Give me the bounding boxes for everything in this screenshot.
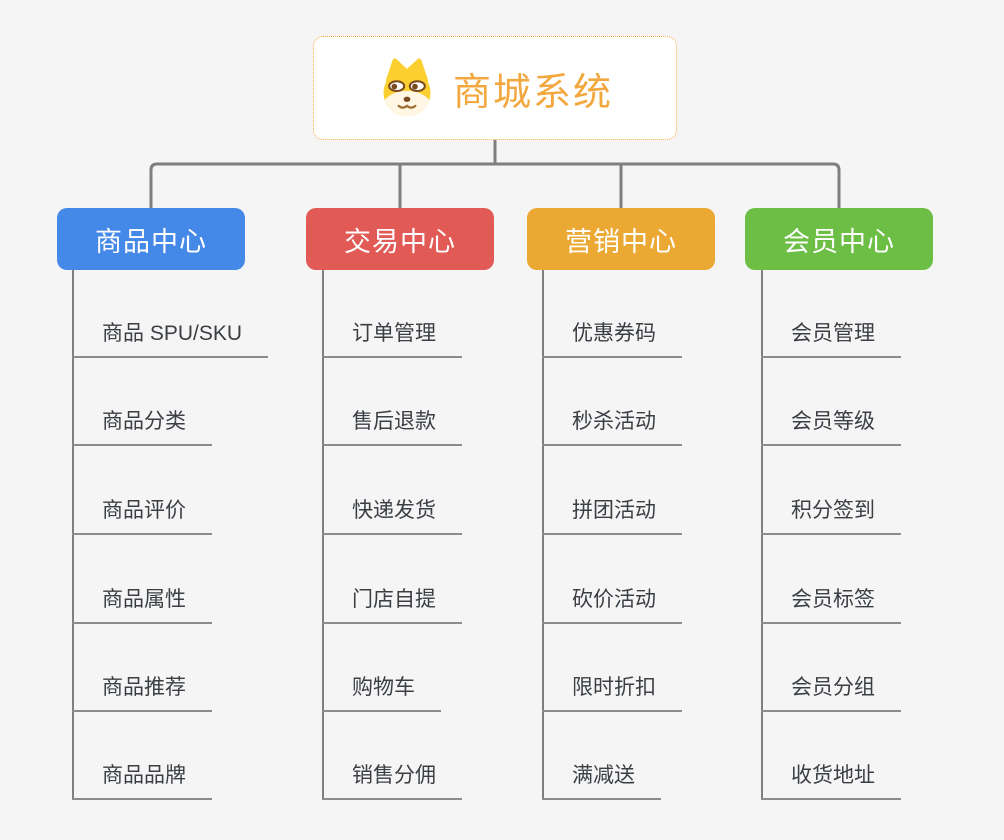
branch-box-marketing-center[interactable]: 营销中心	[527, 208, 715, 270]
root-title: 商城系统	[452, 71, 613, 114]
leaf-node[interactable]: 快递发货	[322, 494, 462, 535]
leaf-node[interactable]: 购物车	[322, 671, 441, 712]
leaf-node[interactable]: 会员标签	[761, 583, 901, 624]
dog-icon	[383, 58, 431, 117]
leaf-node[interactable]: 限时折扣	[542, 671, 682, 712]
leaf-node[interactable]: 商品分类	[72, 405, 212, 446]
leaf-node[interactable]: 会员分组	[761, 671, 901, 712]
leaf-node[interactable]: 会员管理	[761, 317, 901, 358]
leaf-node[interactable]: 会员等级	[761, 405, 901, 446]
branch-box-product-center[interactable]: 商品中心	[57, 208, 245, 270]
branch-label: 会员中心	[783, 226, 895, 257]
branch-label: 商品中心	[95, 226, 207, 257]
leaf-node[interactable]: 商品 SPU/SKU	[72, 317, 269, 358]
leaf-node[interactable]: 销售分佣	[322, 759, 462, 800]
leaf-node[interactable]: 门店自提	[322, 583, 462, 624]
leaf-node[interactable]: 商品品牌	[72, 759, 212, 800]
leaf-node[interactable]: 商品推荐	[72, 671, 212, 712]
leaf-node[interactable]: 拼团活动	[542, 494, 682, 535]
leaf-node[interactable]: 商品评价	[72, 494, 212, 535]
root-node[interactable]: 商城系统	[313, 36, 677, 140]
branch-spine	[542, 270, 544, 800]
leaf-node[interactable]: 订单管理	[322, 317, 462, 358]
leaf-node[interactable]: 商品属性	[72, 583, 212, 624]
branch-box-member-center[interactable]: 会员中心	[745, 208, 933, 270]
leaf-node[interactable]: 收货地址	[761, 759, 901, 800]
leaf-node[interactable]: 满减送	[542, 759, 661, 800]
branch-spine	[72, 270, 74, 800]
leaf-node[interactable]: 秒杀活动	[542, 405, 682, 446]
branch-spine	[322, 270, 324, 800]
branch-box-trade-center[interactable]: 交易中心	[306, 208, 494, 270]
leaf-node[interactable]: 优惠券码	[542, 317, 682, 358]
branch-label: 营销中心	[565, 226, 677, 257]
leaf-node[interactable]: 售后退款	[322, 405, 462, 446]
leaf-node[interactable]: 积分签到	[761, 494, 901, 535]
branch-spine	[761, 270, 763, 800]
branch-label: 交易中心	[344, 226, 456, 257]
leaf-node[interactable]: 砍价活动	[542, 583, 682, 624]
